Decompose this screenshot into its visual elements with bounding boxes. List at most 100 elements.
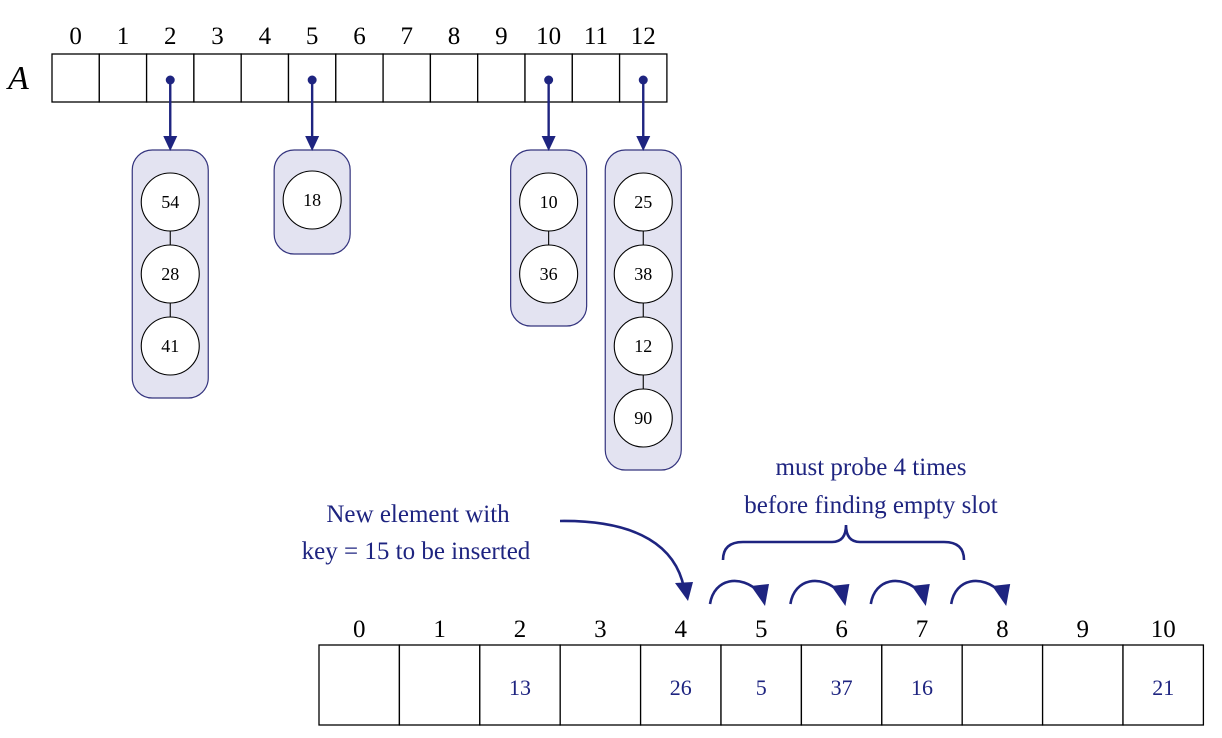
probing-table: 0 1 2 3 4 5 6 7 8 9 10 13 26 5 37 16 21 New element wit… [302, 454, 1205, 726]
probing-cell-9 [1041, 644, 1124, 726]
chaining-index-0: 0 [69, 23, 82, 50]
pointer-arrowhead-10 [541, 136, 556, 151]
chain-node-key: 54 [161, 192, 179, 212]
probe-arc-head-2 [831, 584, 850, 606]
probe-brace [721, 524, 966, 561]
chaining-index-3: 3 [211, 23, 224, 50]
chaining-table-cells [51, 53, 668, 103]
probing-value-7: 16 [911, 675, 933, 700]
probing-index-5: 5 [755, 616, 768, 643]
chaining-index-12: 12 [631, 23, 656, 50]
probing-table-indices: 0 1 2 3 4 5 6 7 8 9 10 [353, 616, 1176, 643]
chain-12: 25 38 12 90 [604, 75, 682, 471]
probing-index-2: 2 [514, 616, 527, 643]
chain-node-key: 10 [540, 192, 558, 212]
probing-value-10: 21 [1152, 675, 1174, 700]
probing-index-1: 1 [433, 616, 446, 643]
probing-cell-2 [479, 644, 561, 726]
probing-cell-10 [1122, 644, 1205, 726]
probe-arc-1 [708, 579, 760, 605]
insert-arrow [559, 519, 686, 589]
chain-node-key: 38 [634, 264, 652, 284]
chain-node [282, 170, 342, 230]
chaining-cell-6 [335, 53, 384, 103]
probe-arc-head-3 [911, 584, 930, 606]
chain-2: 54 28 41 [131, 75, 209, 399]
probing-index-6: 6 [835, 616, 848, 643]
probing-cell-3 [559, 644, 642, 726]
chaining-cell-11 [571, 53, 621, 103]
probing-index-9: 9 [1077, 616, 1090, 643]
insert-arrow-head [675, 582, 693, 601]
pointer-dot-2 [165, 75, 175, 85]
probe-arc-head-1 [751, 584, 769, 606]
chaining-index-6: 6 [353, 23, 366, 50]
chaining-cell-8 [429, 53, 479, 103]
probe-arc-head-4 [992, 584, 1011, 606]
chain-5: 18 [273, 75, 351, 255]
probing-value-5: 5 [756, 675, 767, 700]
probe-arc-2 [789, 579, 841, 605]
chaining-index-5: 5 [306, 23, 319, 50]
chaining-cell-3 [193, 53, 242, 103]
probe-note-line1: must probe 4 times [776, 454, 967, 481]
chain-node-key: 12 [634, 336, 652, 356]
chaining-cell-1 [98, 53, 148, 103]
chaining-cell-7 [382, 53, 432, 103]
chain-node-key: 28 [161, 264, 179, 284]
probing-value-4: 26 [670, 675, 692, 700]
chain-node-key: 18 [303, 190, 321, 210]
probing-cell-0 [318, 644, 401, 726]
chaining-index-4: 4 [259, 23, 272, 50]
pointer-dot-10 [544, 75, 554, 85]
insert-note-line2: key = 15 to be inserted [302, 538, 531, 565]
pointer-dot-12 [638, 75, 648, 85]
probing-cell-5 [720, 644, 803, 726]
chaining-cell-9 [477, 53, 526, 103]
probing-table-values: 13 26 5 37 16 21 [509, 675, 1174, 700]
probing-index-8: 8 [996, 616, 1009, 643]
chain-node-key: 90 [634, 408, 652, 428]
chaining-cell-4 [240, 53, 290, 103]
pointer-arrowhead-12 [636, 136, 651, 151]
pointer-arrowhead-5 [305, 136, 320, 151]
table-label-A: A [6, 60, 29, 97]
chain-node [519, 244, 579, 304]
chain-node-key: 36 [540, 264, 558, 284]
chaining-index-9: 9 [495, 23, 508, 50]
pointer-dot-5 [307, 75, 317, 85]
probing-value-2: 13 [509, 675, 531, 700]
probing-table-cells [318, 644, 1205, 726]
probing-cell-8 [961, 644, 1044, 726]
chaining-index-10: 10 [536, 23, 561, 50]
probing-cell-7 [881, 644, 963, 726]
probing-cell-4 [639, 644, 722, 726]
probing-index-0: 0 [353, 616, 366, 643]
chaining-index-1: 1 [117, 23, 130, 50]
chain-node [613, 388, 673, 448]
chaining-index-7: 7 [401, 23, 414, 50]
chaining-index-8: 8 [448, 23, 461, 50]
chaining-buckets: 54 28 41 18 10 36 25 38 12 90 [131, 75, 682, 471]
probing-cell-1 [398, 644, 481, 726]
chaining-cell-0 [51, 53, 100, 103]
chaining-index-2: 2 [164, 23, 177, 50]
chain-node [140, 316, 200, 376]
probing-index-7: 7 [916, 616, 929, 643]
probing-index-4: 4 [675, 616, 688, 643]
probe-step-arrows [708, 579, 1011, 606]
probing-index-3: 3 [594, 616, 607, 643]
probe-arc-4 [949, 579, 1002, 605]
chaining-index-11: 11 [584, 23, 608, 50]
pointer-arrowhead-2 [163, 136, 178, 151]
probing-value-6: 37 [831, 675, 853, 700]
probe-arc-3 [869, 579, 921, 605]
chain-node-key: 41 [161, 336, 179, 356]
insert-note-line1: New element with [326, 501, 510, 528]
probe-note-line2: before finding empty slot [744, 492, 997, 519]
probing-index-10: 10 [1151, 616, 1176, 643]
chain-node-key: 25 [634, 192, 652, 212]
